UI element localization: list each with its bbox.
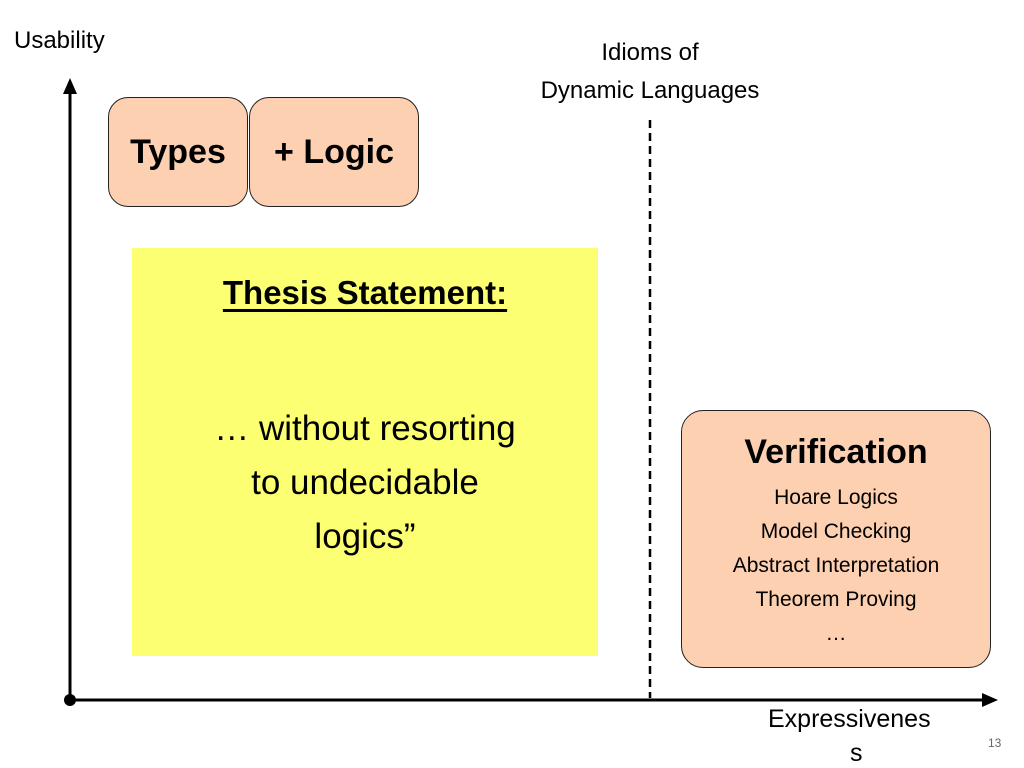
slide-number: 13 (988, 736, 1002, 750)
verification-title: Verification (744, 433, 928, 471)
thesis-title-text: Thesis Statement: (222, 274, 508, 311)
verification-item: Model Checking (760, 520, 912, 543)
boundary-label-line2: Dynamic Languages (540, 77, 760, 104)
x-axis-arrowhead (982, 693, 998, 707)
y-axis-label: Usability (14, 27, 105, 54)
thesis-line-2: to undecidable (251, 463, 479, 502)
types-box: Types (108, 97, 248, 207)
x-axis-label: Expressivenes s (768, 702, 968, 768)
x-axis-label-line2: s (850, 739, 863, 767)
verification-item: Theorem Proving (755, 588, 917, 611)
thesis-line-1: … without resorting (214, 409, 516, 448)
logic-label: + Logic (274, 132, 394, 171)
y-axis-arrowhead (63, 78, 77, 94)
verification-list: Hoare Logics Model Checking Abstract Int… (682, 481, 990, 651)
thesis-box (132, 248, 598, 656)
verification-box: Verification Hoare Logics Model Checking… (681, 410, 991, 668)
thesis-line-3: logics” (314, 517, 416, 556)
types-label: Types (130, 132, 226, 171)
boundary-label: Idioms of Dynamic Languages (500, 34, 800, 110)
verification-item: Abstract Interpretation (732, 554, 940, 577)
boundary-label-line1: Idioms of (601, 39, 699, 66)
verification-item: … (825, 622, 847, 645)
verification-item: Hoare Logics (774, 486, 898, 509)
thesis-body: … without resorting to undecidable logic… (132, 402, 598, 564)
logic-box: + Logic (249, 97, 419, 207)
thesis-title: Thesis Statement: (132, 274, 598, 312)
origin-dot (64, 694, 76, 706)
x-axis-label-line1: Expressivenes (768, 705, 931, 733)
